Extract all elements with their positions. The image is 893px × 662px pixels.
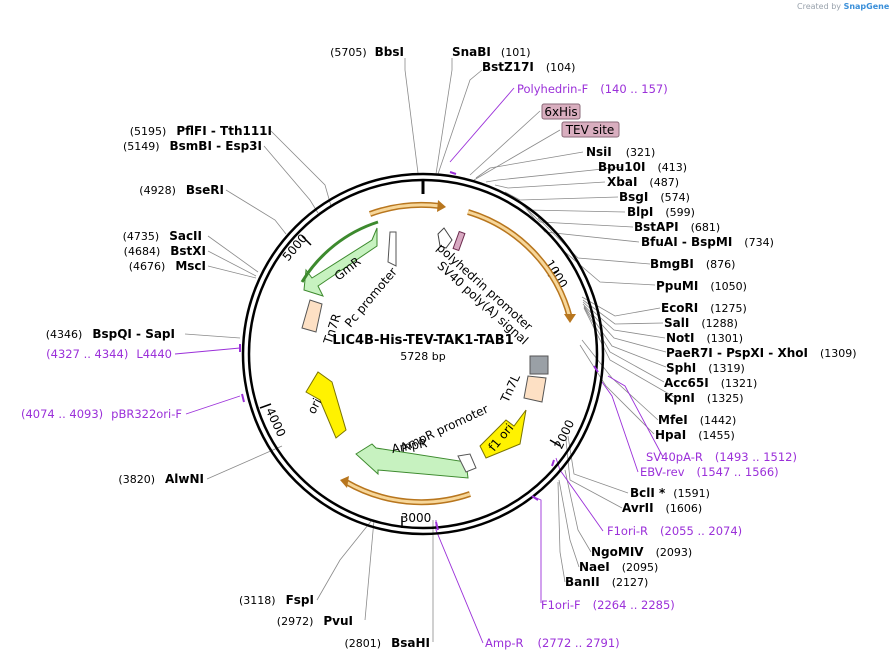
primer-l4440: (4327 .. 4344)L4440 [46, 347, 172, 361]
site-sacii: (4735)SacII [123, 229, 202, 243]
his-tag-mark [452, 230, 466, 252]
feature-label-ori: ori [305, 396, 325, 416]
orf-arc-top-fill [369, 203, 441, 216]
site-msci: (4676)MscI [129, 259, 206, 273]
primer-ebv-rev: EBV-rev(1547 .. 1566) [640, 465, 779, 479]
site-bspqi-sapi: (4346)BspQI - SapI [46, 327, 175, 341]
svg-text:6xHis: 6xHis [544, 105, 577, 119]
gmr-arc [300, 220, 379, 283]
polyhedrin-promoter-arrow [437, 227, 453, 249]
site-bsmbi-esp3i: (5149)BsmBI - Esp3I [123, 139, 262, 153]
snapgene-credit: Created by SnapGene [797, 2, 889, 11]
tick-label-3000: 3000 [401, 511, 432, 525]
primer-sv40pa-r: SV40pA-R(1493 .. 1512) [646, 450, 797, 464]
pc-promoter-arrow [387, 231, 397, 267]
f1-ori-arrow [479, 409, 527, 459]
plasmid-name: LIC4B-His-TEV-TAK1-TAB1 [332, 333, 513, 348]
site-fspi: (3118)FspI [239, 593, 314, 607]
ori-arrow [305, 371, 347, 439]
feature-label-ampr: AmpR [390, 436, 428, 456]
site-noti: NotI(1301) [666, 331, 743, 345]
feature-label-polyhedrin-promoter: polyhedrin promoter [434, 241, 535, 334]
orf-arc-right-fill [467, 210, 572, 319]
primer-f1ori-r: F1ori-R(2055 .. 2074) [607, 524, 742, 538]
site-bstz17i: BstZ17I(104) [482, 60, 575, 74]
site-sali: SalI(1288) [664, 316, 738, 330]
plasmid-size: 5728 bp [400, 350, 445, 363]
primer-f1ori-f: F1ori-F(2264 .. 2285) [541, 598, 675, 612]
site-banii: BanII(2127) [565, 575, 648, 589]
orf-arrow-bottom [340, 476, 349, 488]
site-bcli: BclI *(1591) [630, 486, 710, 500]
tick-label-2000: 2000 [552, 418, 578, 452]
feature-label-tn7l: Tn7L [497, 372, 523, 406]
site-ecori: EcoRI(1275) [661, 301, 747, 315]
snapgene-logo: SnapGene [843, 2, 890, 11]
sv40-box [529, 355, 549, 375]
site-bsahi: (2801)BsaHI [345, 636, 430, 650]
site-bsgi: BsgI(574) [619, 190, 690, 204]
box-label-tev-site: TEV site [561, 121, 620, 138]
site-alwni: (3820)AlwNI [118, 472, 204, 486]
tn7l-box [523, 375, 547, 403]
primer-labels: Polyhedrin-F(140 .. 157) SV40pA-R(1493 .… [21, 82, 797, 650]
site-avrii: AvrII(1606) [622, 501, 702, 515]
primer-pbr322ori-f: (4074 .. 4093)pBR322ori-F [21, 407, 182, 421]
site-snabi: SnaBI(101) [452, 45, 531, 59]
site-blpi: BlpI(599) [627, 205, 695, 219]
primer-polyhedrin-f: Polyhedrin-F(140 .. 157) [517, 82, 668, 96]
box-label-6xhis: 6xHis [541, 103, 581, 120]
svg-text:TEV site: TEV site [565, 123, 615, 137]
site-paer7i-pspxi-xhoi: PaeR7I - PspXI - XhoI(1309) [666, 346, 857, 360]
credit-prefix: Created by [797, 2, 842, 11]
ampr-promoter-arrow [457, 453, 477, 473]
gmr-arrow [303, 227, 378, 297]
site-bstxi: (4684)BstXI [124, 244, 206, 258]
backbone-outer [241, 172, 605, 536]
site-pvui: (2972)PvuI [277, 614, 353, 628]
primer-amp-r: Amp-R(2772 .. 2791) [485, 636, 620, 650]
site-labels-left: (5705)BbsI (2801)BsaHI (2972)PvuI (3118)… [46, 45, 430, 650]
site-bstapi: BstAPI(681) [634, 220, 720, 234]
site-bfuai-bspmi: BfuAI - BspMI(734) [641, 235, 774, 249]
primer-marks [239, 171, 599, 531]
box-leader-lines [469, 110, 561, 181]
site-naei: NaeI(2095) [579, 560, 658, 574]
orf-arrow-top [437, 200, 446, 212]
site-bmgbi: BmgBI(876) [650, 257, 735, 271]
site-pflfi-tth111i: (5195)PflFI - Tth111I [130, 124, 272, 138]
site-xbai: XbaI(487) [607, 175, 679, 189]
tn7r-box [301, 299, 323, 333]
site-ppumi: PpuMI(1050) [656, 279, 747, 293]
ticks [259, 235, 561, 528]
site-acc65i: Acc65I(1321) [664, 376, 757, 390]
orf-arc-bottom-fill [345, 480, 471, 504]
site-nsii: NsiI(321) [586, 145, 655, 159]
site-bseri: (4928)BseRI [139, 183, 224, 197]
feature-label-ampr-promoter: AmpR promoter [398, 402, 490, 455]
site-labels-right: SnaBI(101) BstZ17I(104) NsiI(321) Bpu10I… [452, 45, 857, 589]
site-ngomiv: NgoMIV(2093) [591, 545, 692, 559]
site-bpu10i: Bpu10I(413) [598, 160, 687, 174]
site-kpni: KpnI(1325) [664, 391, 743, 405]
site-hpai: HpaI(1455) [655, 428, 735, 442]
tick-label-4000: 4000 [263, 406, 289, 440]
site-bbsi: (5705)BbsI [330, 45, 404, 59]
orf-arrow-right [564, 314, 576, 323]
site-mfei: MfeI(1442) [658, 413, 736, 427]
site-sphi: SphI(1319) [666, 361, 745, 375]
